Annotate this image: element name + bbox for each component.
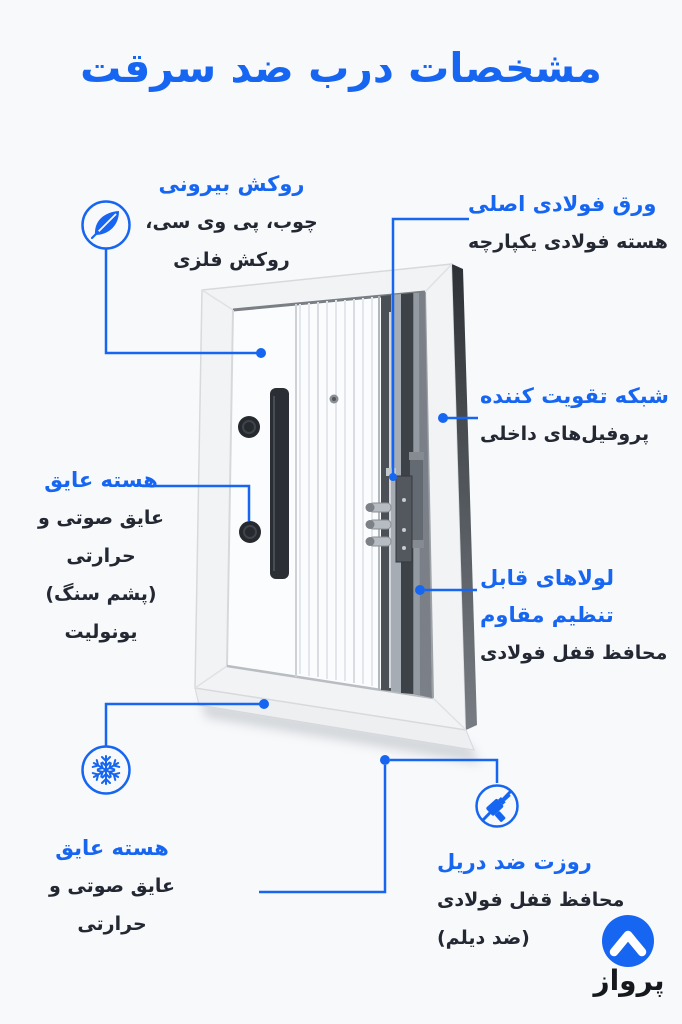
logo-icon [602, 915, 654, 967]
leaf-icon [81, 200, 131, 250]
callout-outer-coating: روکش بیرونی چوب، پی وی سی، روکش فلزی [124, 166, 339, 279]
callout-body-line: عایق صوتی و [37, 507, 165, 529]
callout-heading: روزت ضد دریل [437, 850, 592, 874]
callout-main-steel-sheet: ورق فولادی اصلی هسته فولادی یکپارچه [468, 186, 680, 261]
callout-body-line: حرارتی [66, 545, 136, 567]
callout-heading: هسته عایق [55, 836, 169, 860]
callout-insulating-core: هسته عایق عایق صوتی و حرارتی (پشم سنگ) ی… [10, 462, 192, 651]
callout-body-line: هسته فولادی یکپارچه [468, 231, 668, 253]
callout-reinforcing-grid: شبکه تقویت کننده پروفیل‌های داخلی [480, 378, 680, 453]
callout-body-line: عایق صوتی و حرارتی [48, 875, 176, 935]
door-illustration [194, 263, 480, 764]
callout-heading: شبکه تقویت کننده [480, 384, 669, 408]
callout-body-line: محافظ قفل فولادی [437, 889, 625, 911]
callout-heading: تنظیم مقاوم [480, 603, 614, 627]
callout-lines [104, 217, 499, 894]
callout-anti-drill-rosette: روزت ضد دریل محافظ قفل فولادی (ضد دیلم) [437, 844, 627, 957]
callout-body-line: محافظ قفل فولادی [480, 642, 668, 664]
callout-hinges: لولاهای قابل تنظیم مقاوم محافظ قفل فولاد… [480, 560, 680, 672]
callout-body-line: (ضد دیلم) [437, 927, 530, 949]
callout-heading: هسته عایق [44, 468, 158, 492]
callout-body-line: پروفیل‌های داخلی [480, 423, 650, 445]
page-title: مشخصات درب ضد سرقت [80, 44, 602, 92]
callout-heading: روکش بیرونی [158, 172, 305, 196]
snowflake-icon [81, 745, 131, 795]
callout-heading: لولاهای قابل [480, 566, 614, 590]
callout-body-line: چوب، پی وی سی، [145, 211, 318, 233]
drill-icon [475, 784, 519, 828]
callout-body-line: (پشم سنگ) [45, 583, 157, 605]
callout-insulating-core-bottom: هسته عایق عایق صوتی و حرارتی [16, 830, 208, 943]
callout-heading: ورق فولادی اصلی [468, 192, 657, 216]
callout-body-line: یونولیت [64, 621, 138, 643]
callout-body-line: روکش فلزی [173, 249, 290, 271]
logo-wordmark: پرواز [593, 964, 665, 997]
